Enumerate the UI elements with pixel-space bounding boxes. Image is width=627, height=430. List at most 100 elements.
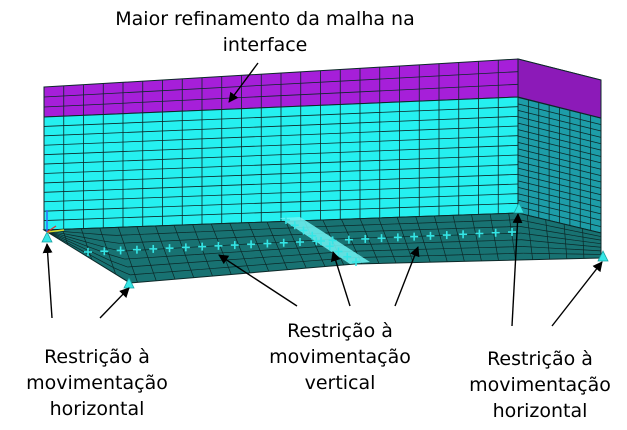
- label-interface-line-2: interface: [222, 34, 308, 56]
- side-row-line: [517, 161, 602, 183]
- base-row-segment: [111, 260, 128, 268]
- base-row-segment: [75, 238, 92, 244]
- arrow-vertical-1: [218, 254, 298, 307]
- base-row-segment: [519, 226, 534, 230]
- base-column-line: [563, 224, 568, 259]
- base-row-segment: [281, 254, 296, 257]
- base-row-segment: [228, 265, 243, 268]
- base-column-line: [248, 222, 270, 272]
- base-column-line: [359, 218, 380, 264]
- base-row-segment: [60, 237, 78, 246]
- base-row-segment: [587, 249, 602, 252]
- base-plate-mesh: [43, 213, 602, 283]
- base-row-segment: [244, 235, 259, 238]
- base-column-line: [80, 228, 93, 260]
- base-row-segment: [186, 231, 201, 233]
- base-row-segment: [520, 232, 535, 236]
- base-column-line: [285, 221, 307, 269]
- base-row-segment: [295, 253, 310, 256]
- base-row-segment: [144, 272, 159, 275]
- base-row-segment: [59, 232, 75, 236]
- side-row-line: [517, 154, 602, 177]
- arrow-vertical-2: [330, 251, 351, 307]
- base-row-segment: [250, 249, 265, 252]
- arrow-vertical-3: [394, 246, 420, 307]
- block-front-mesh: [43, 60, 519, 230]
- triangle-support-icon: [597, 250, 609, 262]
- base-row-segment: [158, 232, 173, 234]
- base-row-segment: [208, 252, 223, 255]
- base-row-segment: [546, 230, 561, 234]
- base-row-segment: [574, 244, 588, 247]
- base-row-segment: [242, 264, 257, 267]
- side-row-line: [517, 129, 602, 151]
- base-row-segment: [242, 229, 257, 231]
- base-row-segment: [222, 251, 237, 254]
- base-row-segment: [175, 239, 190, 241]
- base-column-line: [118, 227, 138, 283]
- base-column-line: [471, 214, 482, 261]
- label-right-line-2: movimentação: [469, 374, 611, 396]
- base-row-segment: [587, 245, 602, 248]
- base-row-segment: [267, 255, 282, 258]
- block-row-line: [43, 183, 519, 203]
- base-row-segment: [89, 238, 105, 242]
- annotation-arrows: [42, 62, 603, 327]
- label-left-line-3: horizontal: [49, 398, 145, 420]
- base-column-line: [173, 225, 195, 278]
- base-row-segment: [258, 235, 273, 237]
- arrow-right-support-1: [511, 213, 523, 327]
- base-row-segment: [272, 234, 287, 236]
- base-row-segment: [200, 230, 215, 233]
- base-row-segment: [130, 233, 145, 236]
- arrow-right-support-2: [551, 261, 603, 327]
- interface-row-line: [43, 71, 519, 98]
- base-row-segment: [180, 254, 195, 256]
- base-row-segment: [74, 235, 90, 239]
- base-row-segment: [61, 239, 79, 250]
- base-row-segment: [328, 231, 343, 234]
- base-column-line: [378, 217, 397, 264]
- base-row-segment: [138, 256, 153, 259]
- base-row-segment: [197, 260, 212, 263]
- base-row-segment: [214, 230, 229, 232]
- base-row-segment: [264, 248, 279, 251]
- block-row-line: [43, 115, 519, 137]
- base-row-segment: [214, 266, 229, 269]
- base-row-segment: [561, 243, 575, 246]
- base-row-segment: [239, 257, 254, 260]
- base-column-line: [434, 215, 448, 262]
- base-row-segment: [130, 273, 145, 276]
- arrow-interface: [228, 62, 259, 103]
- base-row-segment: [560, 232, 574, 236]
- base-column-line: [229, 223, 251, 273]
- side-row-line: [517, 167, 602, 189]
- base-row-segment: [521, 239, 535, 242]
- base-row-segment: [547, 236, 561, 239]
- block-row-line: [43, 135, 519, 156]
- axis-triad-icon: [46, 210, 65, 233]
- base-row-segment: [189, 238, 204, 241]
- base-row-segment: [158, 271, 173, 274]
- base-row-segment: [306, 246, 321, 248]
- side-row-line: [517, 199, 602, 221]
- label-center-line-1: Restrição à: [287, 320, 393, 342]
- base-column-line: [489, 213, 499, 261]
- base-row-segment: [533, 228, 547, 232]
- triangle-support-icon: [513, 202, 525, 214]
- base-row-segment: [133, 241, 148, 243]
- base-column-line: [155, 225, 176, 280]
- side-row-line: [517, 142, 602, 164]
- base-row-segment: [533, 234, 548, 237]
- base-row-segment: [535, 246, 549, 249]
- label-right-line-1: Restrição à: [487, 348, 593, 370]
- base-row-segment: [102, 234, 117, 236]
- base-row-segment: [559, 227, 574, 232]
- base-row-segment: [560, 238, 575, 241]
- base-row-segment: [144, 233, 159, 235]
- label-interface-line-1: Maior refinamento da malha na: [115, 8, 415, 30]
- base-row-segment: [76, 241, 93, 249]
- base-row-segment: [309, 252, 324, 255]
- side-row-line: [517, 116, 602, 138]
